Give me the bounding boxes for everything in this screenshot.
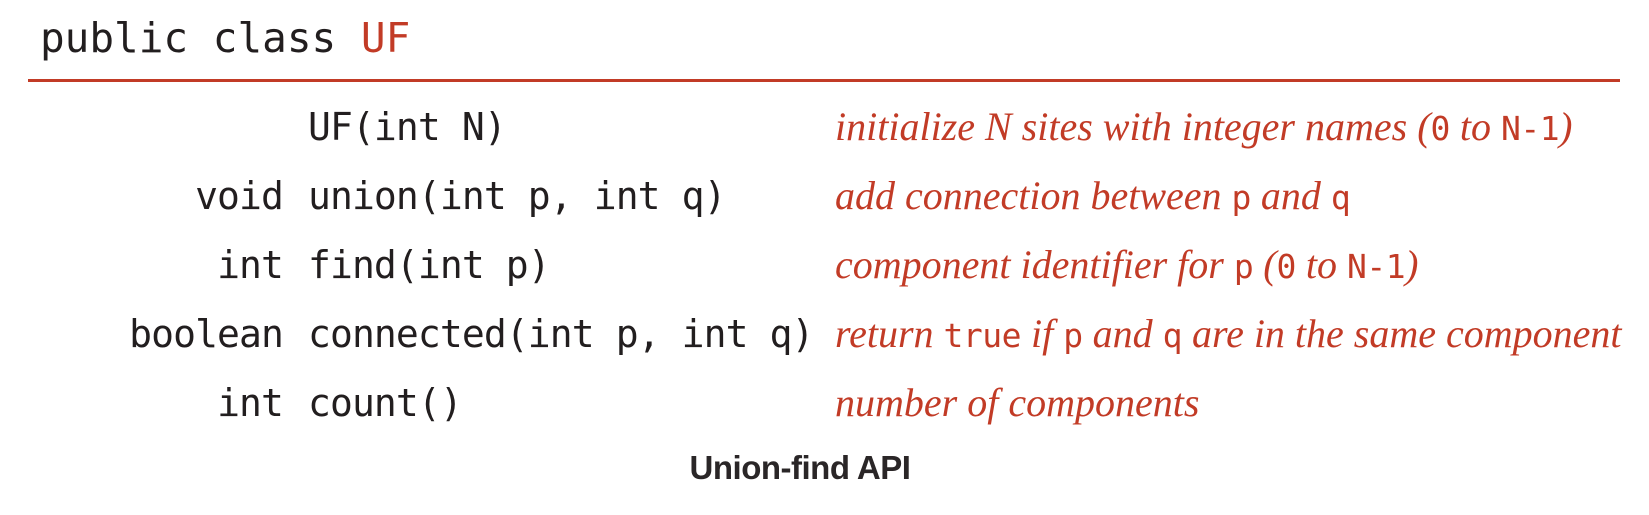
- table-caption: Union-find API: [689, 449, 911, 486]
- class-declaration-keywords: public class: [40, 14, 361, 62]
- method-signature: find(int p): [308, 243, 551, 287]
- api-row-find: int find(int p) component identifier for…: [0, 230, 1649, 299]
- method-signature: union(int p, int q): [308, 174, 726, 218]
- method-signature: UF(int N): [308, 105, 507, 149]
- api-row-count: int count() number of components: [0, 368, 1649, 437]
- class-name: UF: [360, 14, 411, 62]
- class-declaration: public class UF: [40, 14, 410, 62]
- api-table: UF(int N) initialize N sites with intege…: [0, 92, 1649, 437]
- api-row-connected: boolean connected(int p, int q) return t…: [0, 299, 1649, 368]
- api-row-constructor: UF(int N) initialize N sites with intege…: [0, 92, 1649, 161]
- return-type: int: [217, 381, 284, 425]
- method-description: return true if p and q are in the same c…: [835, 311, 1622, 356]
- method-signature: connected(int p, int q): [308, 312, 814, 356]
- method-description: component identifier for p (0 to N-1): [835, 242, 1419, 287]
- divider-rule: [28, 79, 1620, 82]
- method-description: initialize N sites with integer names (0…: [835, 104, 1573, 149]
- method-description: number of components: [835, 380, 1200, 425]
- method-description: add connection between p and q: [835, 173, 1351, 218]
- return-type: boolean: [129, 312, 284, 356]
- return-type: int: [217, 243, 284, 287]
- method-signature: count(): [308, 381, 463, 425]
- return-type: void: [195, 174, 284, 218]
- api-row-union: void union(int p, int q) add connection …: [0, 161, 1649, 230]
